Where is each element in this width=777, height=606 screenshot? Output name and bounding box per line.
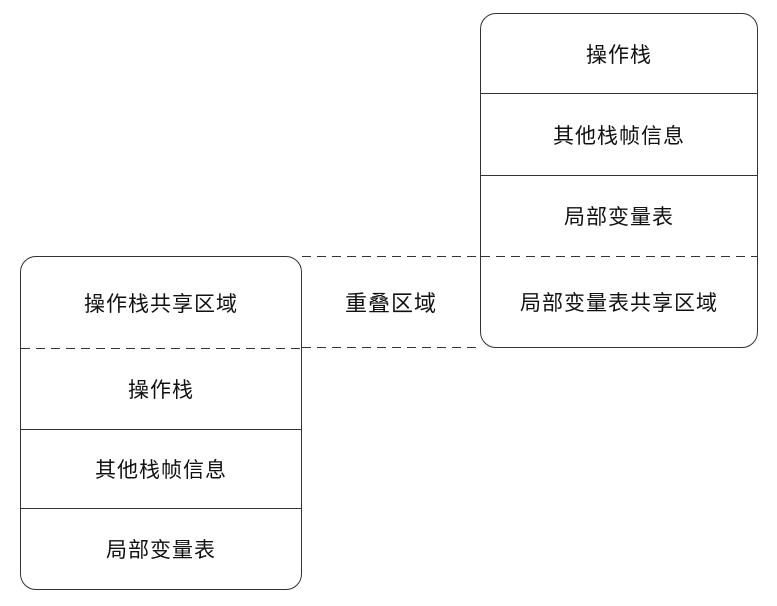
left-frame-local-variable-table-label: 局部变量表 bbox=[106, 538, 216, 562]
left-frame-dashed-divider bbox=[21, 348, 301, 349]
right-frame-divider-1 bbox=[481, 93, 757, 94]
overlap-region-zone: 重叠区域 bbox=[302, 257, 480, 347]
right-frame-dashed-divider bbox=[481, 256, 757, 257]
stack-frame-right-box: 操作栈 其他栈帧信息 局部变量表 局部变量表共享区域 bbox=[480, 13, 758, 348]
right-frame-section-operand-stack: 操作栈 bbox=[481, 14, 757, 93]
right-frame-operand-stack-label: 操作栈 bbox=[586, 42, 652, 67]
right-frame-shared-region-label: 局部变量表共享区域 bbox=[520, 291, 718, 315]
right-frame-section-local-variable-table: 局部变量表 bbox=[481, 176, 757, 256]
stack-frame-left-box: 操作栈共享区域 操作栈 其他栈帧信息 局部变量表 bbox=[20, 256, 302, 590]
left-frame-section-other-frame-info: 其他栈帧信息 bbox=[21, 430, 301, 508]
overlap-top-dashed-connector bbox=[302, 256, 480, 257]
right-frame-divider-2 bbox=[481, 175, 757, 176]
left-frame-section-operand-stack: 操作栈 bbox=[21, 349, 301, 429]
left-frame-shared-region-label: 操作栈共享区域 bbox=[84, 291, 238, 316]
right-frame-section-local-variable-table-shared-region: 局部变量表共享区域 bbox=[481, 257, 757, 347]
right-frame-other-frame-info-label: 其他栈帧信息 bbox=[553, 123, 685, 148]
overlap-bottom-dashed-connector bbox=[302, 347, 480, 348]
left-frame-other-frame-info-label: 其他栈帧信息 bbox=[95, 458, 227, 482]
overlap-region-label: 重叠区域 bbox=[344, 292, 437, 317]
left-frame-section-operand-stack-shared-region: 操作栈共享区域 bbox=[21, 257, 301, 348]
left-frame-divider-2 bbox=[21, 508, 301, 509]
left-frame-divider-1 bbox=[21, 429, 301, 430]
left-frame-section-local-variable-table: 局部变量表 bbox=[21, 509, 301, 589]
left-frame-operand-stack-label: 操作栈 bbox=[128, 378, 194, 402]
right-frame-local-variable-table-label: 局部变量表 bbox=[564, 205, 674, 229]
right-frame-section-other-frame-info: 其他栈帧信息 bbox=[481, 94, 757, 175]
